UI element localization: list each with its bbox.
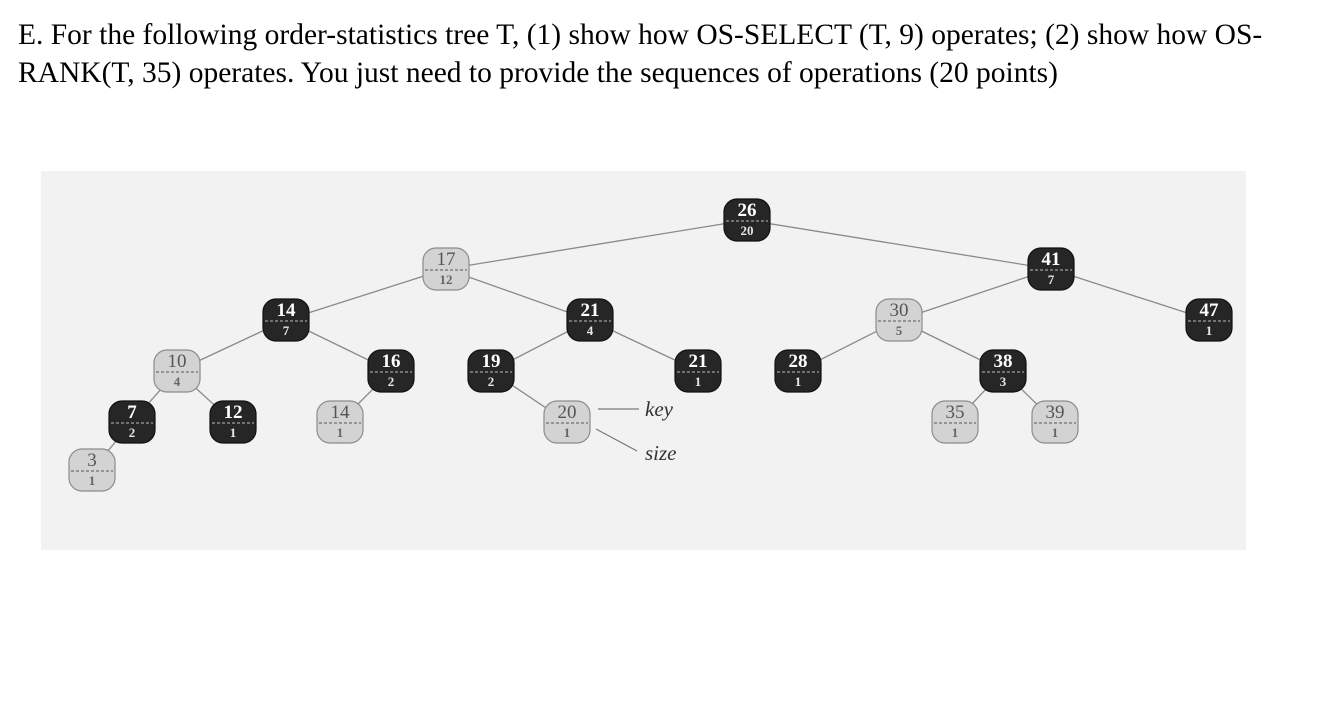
node-box bbox=[108, 400, 156, 444]
node-size: 12 bbox=[440, 272, 453, 287]
node-box bbox=[723, 198, 771, 242]
node-box bbox=[153, 349, 201, 393]
tree-node-14-black: 147 bbox=[262, 298, 310, 342]
node-key: 35 bbox=[946, 402, 965, 423]
node-size: 2 bbox=[129, 425, 136, 440]
node-box bbox=[209, 400, 257, 444]
tree-node-20-red: 201 bbox=[543, 400, 591, 444]
node-key: 7 bbox=[127, 402, 137, 423]
tree-node-19-black: 192 bbox=[467, 349, 515, 393]
node-size: 1 bbox=[337, 425, 344, 440]
node-size: 3 bbox=[1000, 374, 1007, 389]
tree-node-30-red: 305 bbox=[875, 298, 923, 342]
node-box bbox=[566, 298, 614, 342]
node-key: 21 bbox=[689, 351, 708, 372]
node-size: 2 bbox=[388, 374, 395, 389]
node-key: 26 bbox=[738, 200, 757, 221]
tree-edge bbox=[1050, 268, 1210, 321]
node-size: 7 bbox=[283, 323, 290, 338]
node-key: 41 bbox=[1042, 249, 1061, 270]
tree-node-41-black: 417 bbox=[1027, 247, 1075, 291]
node-size: 1 bbox=[89, 473, 96, 488]
node-box bbox=[1027, 247, 1075, 291]
key-size-legend: key size bbox=[595, 397, 677, 465]
size-legend-label: size bbox=[645, 441, 677, 465]
tree-edge bbox=[445, 219, 748, 270]
node-key: 30 bbox=[890, 300, 909, 321]
node-box bbox=[262, 298, 310, 342]
node-size: 4 bbox=[587, 323, 594, 338]
nodes-layer: 2620171241714721430547110416219221128138… bbox=[68, 198, 1233, 492]
node-key: 17 bbox=[437, 249, 456, 270]
tree-node-21-black: 211 bbox=[674, 349, 722, 393]
tree-node-7-black: 72 bbox=[108, 400, 156, 444]
node-box bbox=[674, 349, 722, 393]
node-box bbox=[774, 349, 822, 393]
node-key: 20 bbox=[558, 402, 577, 423]
node-box bbox=[316, 400, 364, 444]
node-box bbox=[1031, 400, 1079, 444]
tree-node-14-red: 141 bbox=[316, 400, 364, 444]
node-key: 19 bbox=[482, 351, 501, 372]
node-key: 14 bbox=[331, 402, 351, 423]
node-box bbox=[1185, 298, 1233, 342]
node-size: 1 bbox=[1206, 323, 1213, 338]
tree-node-38-black: 383 bbox=[979, 349, 1027, 393]
node-size: 4 bbox=[174, 374, 181, 389]
node-box bbox=[979, 349, 1027, 393]
node-key: 28 bbox=[789, 351, 808, 372]
question-text: E. For the following order-statistics tr… bbox=[18, 19, 1263, 89]
node-key: 21 bbox=[581, 300, 600, 321]
node-box bbox=[367, 349, 415, 393]
tree-edge bbox=[445, 268, 591, 321]
node-size: 7 bbox=[1048, 272, 1055, 287]
node-key: 12 bbox=[224, 402, 243, 423]
key-legend-label: key bbox=[645, 397, 674, 421]
node-size: 1 bbox=[230, 425, 237, 440]
tree-edge bbox=[285, 268, 447, 321]
node-box bbox=[931, 400, 979, 444]
node-size: 1 bbox=[952, 425, 959, 440]
node-key: 10 bbox=[168, 351, 187, 372]
node-size: 1 bbox=[795, 374, 802, 389]
node-size: 1 bbox=[564, 425, 571, 440]
tree-node-35-red: 351 bbox=[931, 400, 979, 444]
node-box bbox=[875, 298, 923, 342]
node-size: 1 bbox=[695, 374, 702, 389]
node-box bbox=[68, 448, 116, 492]
node-key: 47 bbox=[1200, 300, 1220, 321]
node-key: 3 bbox=[87, 450, 97, 471]
node-size: 1 bbox=[1052, 425, 1059, 440]
node-key: 16 bbox=[382, 351, 401, 372]
node-box bbox=[543, 400, 591, 444]
tree-node-12-black: 121 bbox=[209, 400, 257, 444]
node-key: 14 bbox=[277, 300, 297, 321]
node-size: 20 bbox=[741, 223, 754, 238]
node-size: 2 bbox=[488, 374, 495, 389]
node-box bbox=[422, 247, 470, 291]
tree-edge bbox=[746, 219, 1052, 270]
tree-node-47-black: 471 bbox=[1185, 298, 1233, 342]
tree-node-28-black: 281 bbox=[774, 349, 822, 393]
node-key: 39 bbox=[1046, 402, 1065, 423]
tree-node-16-black: 162 bbox=[367, 349, 415, 393]
tree-diagram: 2620171241714721430547110416219221128138… bbox=[68, 198, 1233, 492]
tree-node-21-black: 214 bbox=[566, 298, 614, 342]
tree-edge bbox=[898, 268, 1052, 321]
node-box bbox=[467, 349, 515, 393]
node-key: 38 bbox=[994, 351, 1013, 372]
tree-node-10-red: 104 bbox=[153, 349, 201, 393]
tree-node-39-red: 391 bbox=[1031, 400, 1079, 444]
node-size: 5 bbox=[896, 323, 903, 338]
tree-node-3-red: 31 bbox=[68, 448, 116, 492]
size-pointer-line bbox=[595, 428, 638, 452]
